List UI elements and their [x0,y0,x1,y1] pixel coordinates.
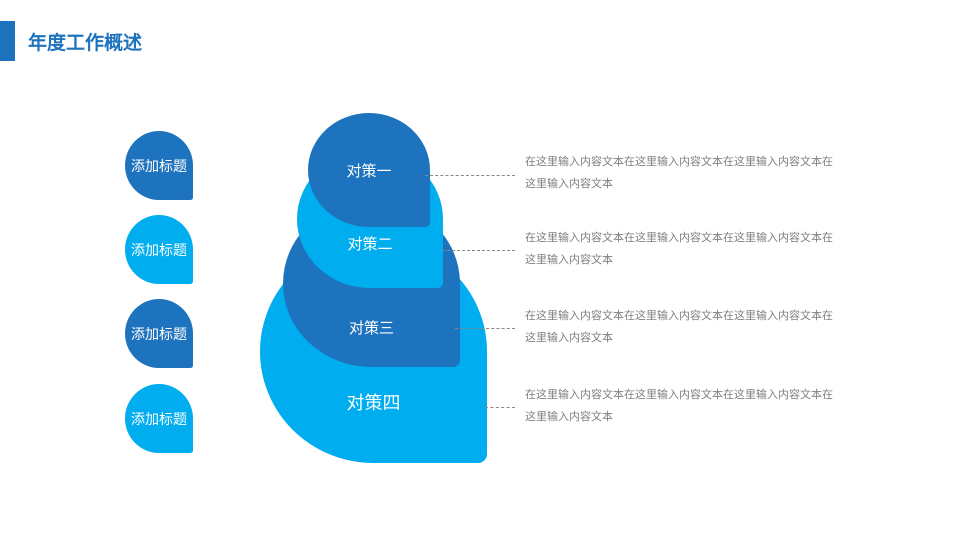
title-accent-bar [0,21,15,61]
side-item-1[interactable]: 添加标题 [125,131,193,200]
connector-1 [425,175,515,176]
strategy-3-label: 对策三 [348,320,394,337]
connector-4 [485,407,515,408]
strategy-1: 对策一 [308,113,430,227]
strategy-4-label: 对策四 [346,392,401,413]
description-2: 在这里输入内容文本在这里输入内容文本在这里输入内容文本在这里输入内容文本 [525,232,833,266]
page-title: 年度工作概述 [28,33,143,54]
connector-3 [455,328,515,329]
side-item-4[interactable]: 添加标题 [125,384,193,453]
strategy-2-label: 对策二 [347,235,393,253]
connector-2 [442,250,515,251]
description-4: 在这里输入内容文本在这里输入内容文本在这里输入内容文本在这里输入内容文本 [525,389,833,423]
side-item-2[interactable]: 添加标题 [125,215,193,284]
side-item-3[interactable]: 添加标题 [125,299,193,368]
description-3: 在这里输入内容文本在这里输入内容文本在这里输入内容文本在这里输入内容文本 [525,310,833,344]
strategy-1-label: 对策一 [346,162,392,180]
description-1: 在这里输入内容文本在这里输入内容文本在这里输入内容文本在这里输入内容文本 [525,156,833,190]
